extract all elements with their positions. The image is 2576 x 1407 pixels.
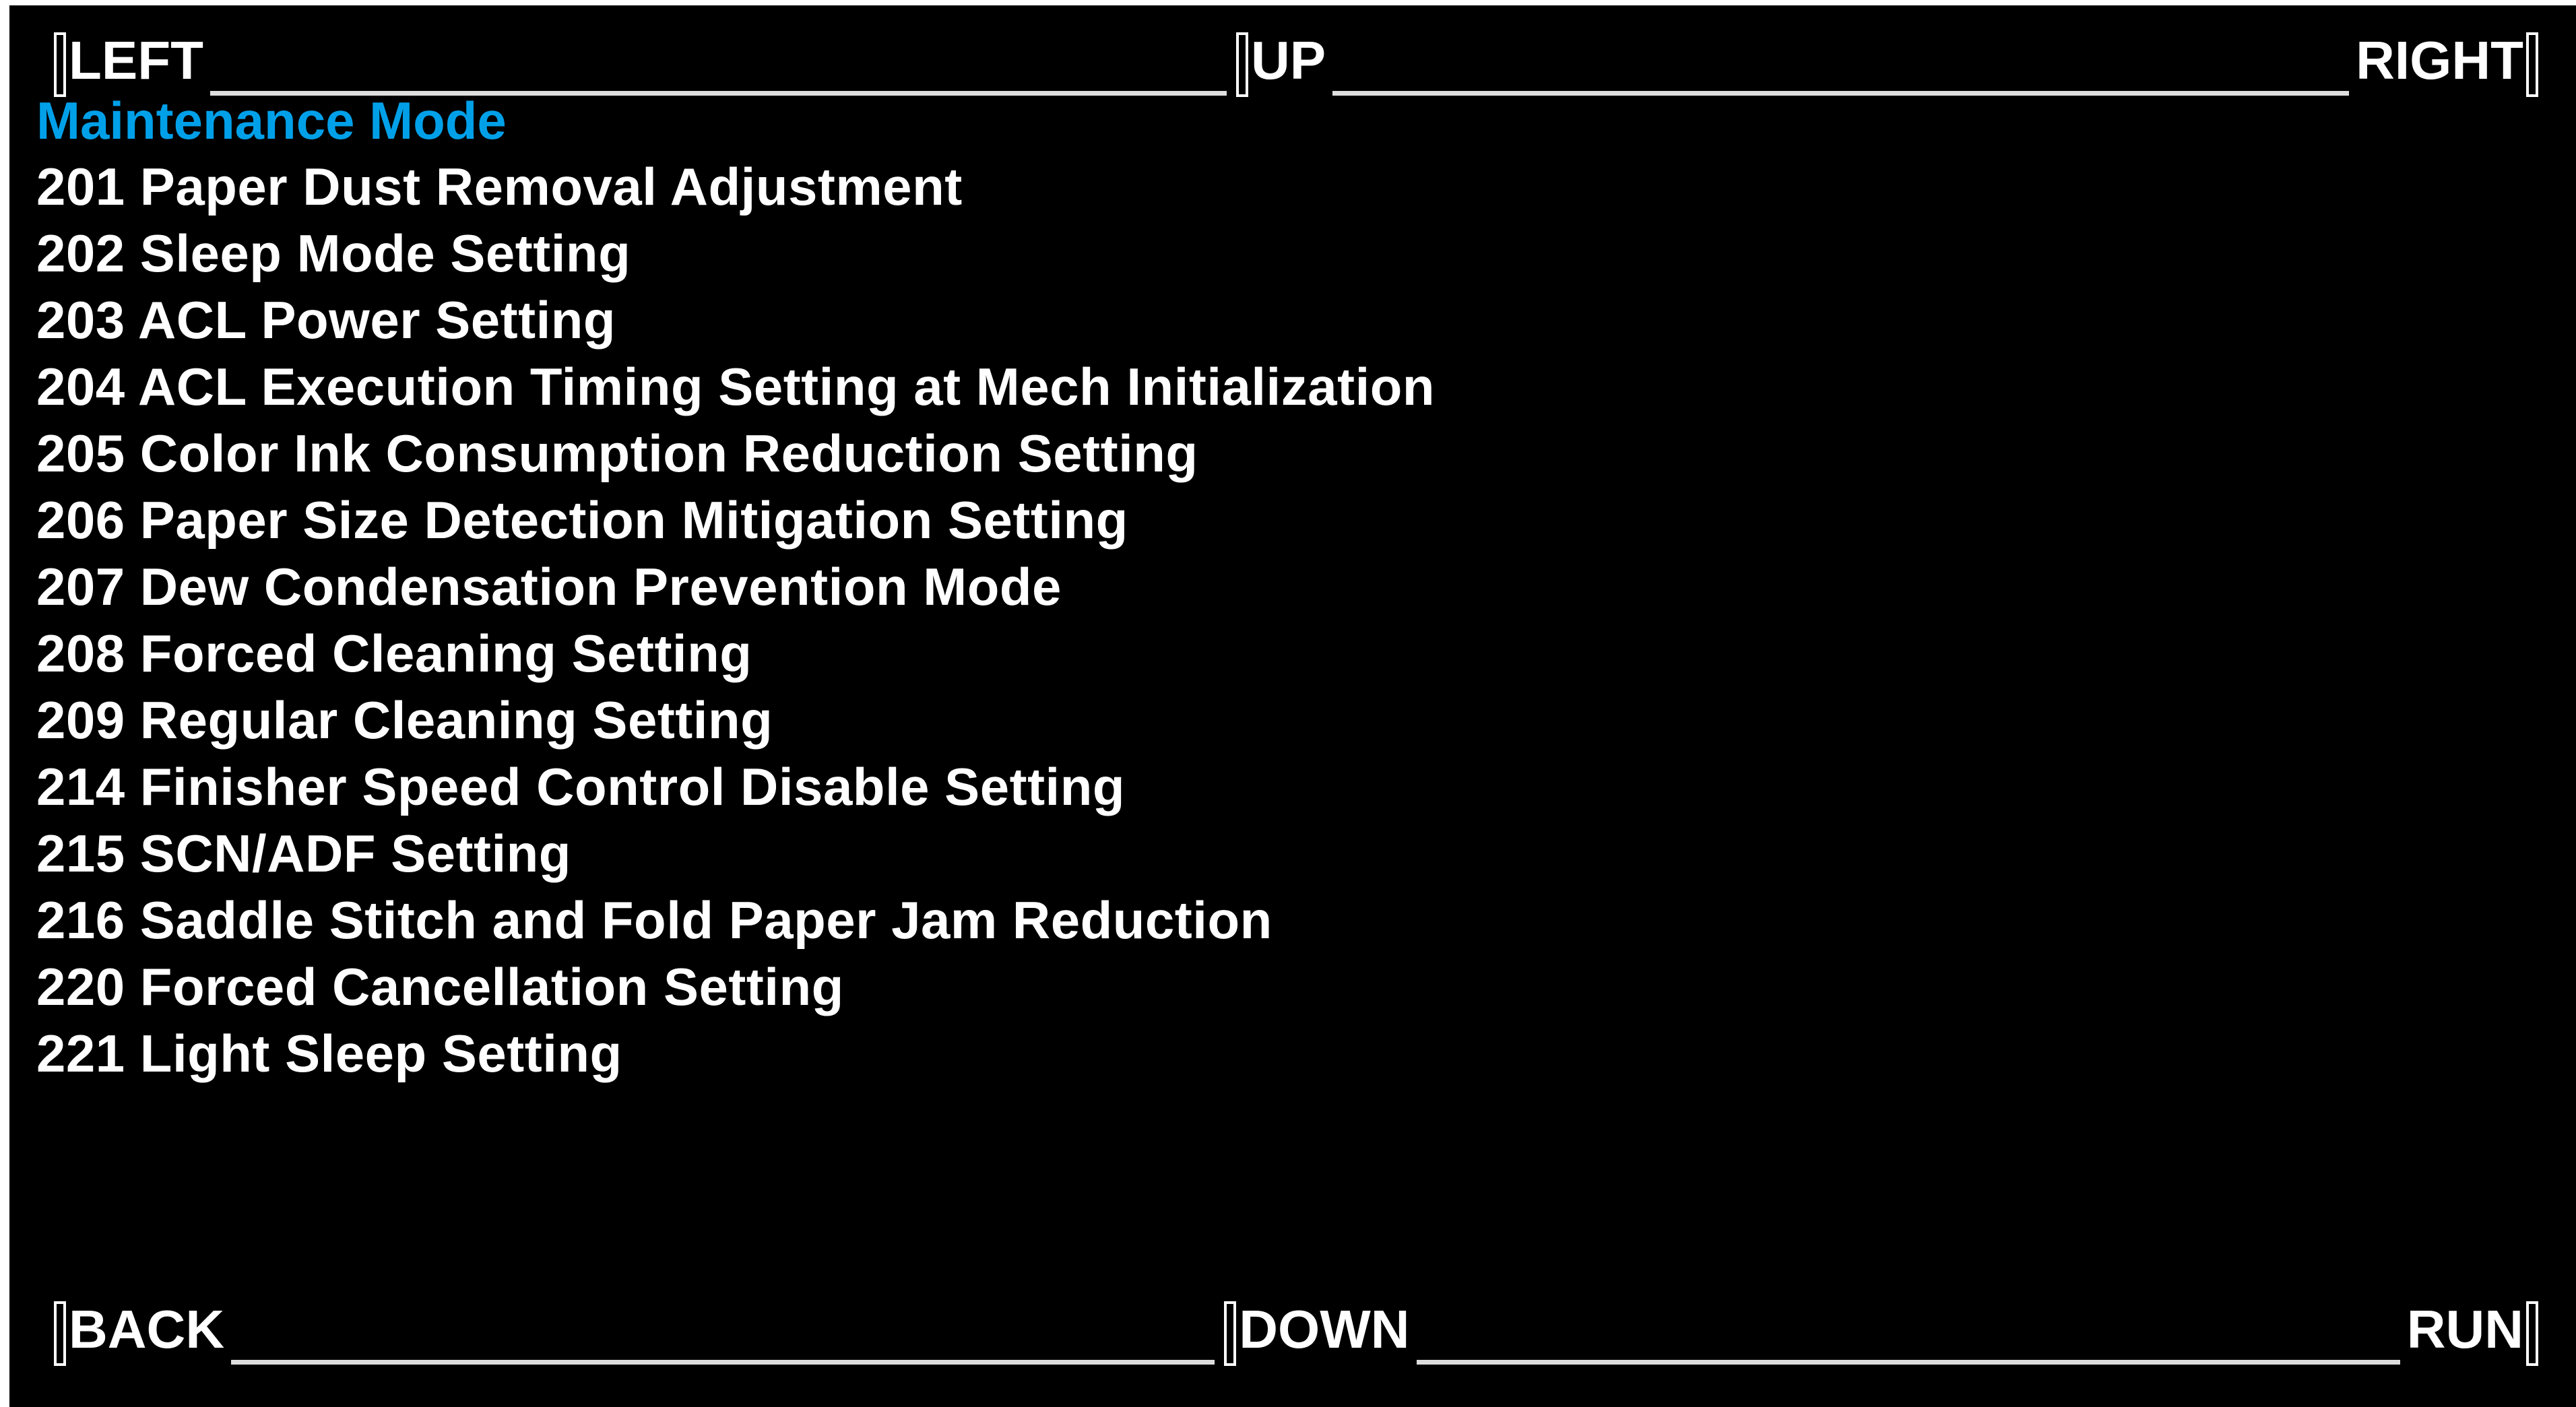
top-nav-bar: LEFT UP RIGHT [51,23,2541,97]
divider-line [1416,1360,2400,1365]
down-key[interactable]: DOWN [1221,1292,1410,1366]
down-key-label: DOWN [1239,1299,1410,1359]
divider-line [210,91,1227,96]
key-box-icon [2526,1301,2539,1366]
up-key[interactable]: UP [1233,23,1326,97]
menu-item[interactable]: 205 Color Ink Consumption Reduction Sett… [36,424,1198,483]
menu-item[interactable]: 208 Forced Cleaning Setting [36,624,752,683]
menu-item[interactable]: 216 Saddle Stitch and Fold Paper Jam Red… [36,890,1273,950]
left-key-label: LEFT [69,30,203,90]
menu-item[interactable]: 214 Finisher Speed Control Disable Setti… [36,757,1126,816]
key-box-icon [2526,32,2539,97]
menu-item[interactable]: 206 Paper Size Detection Mitigation Sett… [36,490,1128,550]
run-key-label: RUN [2406,1299,2524,1359]
key-box-icon [1235,32,1248,97]
back-key[interactable]: BACK [51,1292,225,1366]
right-key-label: RIGHT [2356,30,2524,90]
key-box-icon [54,1301,66,1366]
menu-item[interactable]: 215 SCN/ADF Setting [36,824,571,883]
menu-list: 201 Paper Dust Removal Adjustment 202 Sl… [36,154,1435,1087]
back-key-label: BACK [69,1299,225,1359]
menu-item[interactable]: 203 ACL Power Setting [36,290,616,350]
run-key[interactable]: RUN [2406,1292,2541,1366]
maintenance-screen: LEFT UP RIGHT Maintenance Mode 201 Paper… [9,5,2576,1407]
menu-item[interactable]: 207 Dew Condensation Prevention Mode [36,557,1062,616]
right-key[interactable]: RIGHT [2356,23,2541,97]
divider-line [231,1360,1215,1365]
menu-item[interactable]: 220 Forced Cancellation Setting [36,957,844,1016]
key-box-icon [54,32,66,97]
left-key[interactable]: LEFT [51,23,203,97]
divider-line [1332,91,2350,96]
bottom-nav-bar: BACK DOWN RUN [51,1292,2541,1366]
menu-item[interactable]: 221 Light Sleep Setting [36,1024,622,1083]
menu-item[interactable]: 209 Regular Cleaning Setting [36,690,773,750]
up-key-label: UP [1250,30,1326,90]
page-title: Maintenance Mode [36,91,507,150]
key-box-icon [1224,1301,1237,1366]
menu-item[interactable]: 204 ACL Execution Timing Setting at Mech… [36,357,1436,416]
menu-item[interactable]: 201 Paper Dust Removal Adjustment [36,157,963,216]
menu-item[interactable]: 202 Sleep Mode Setting [36,224,631,283]
